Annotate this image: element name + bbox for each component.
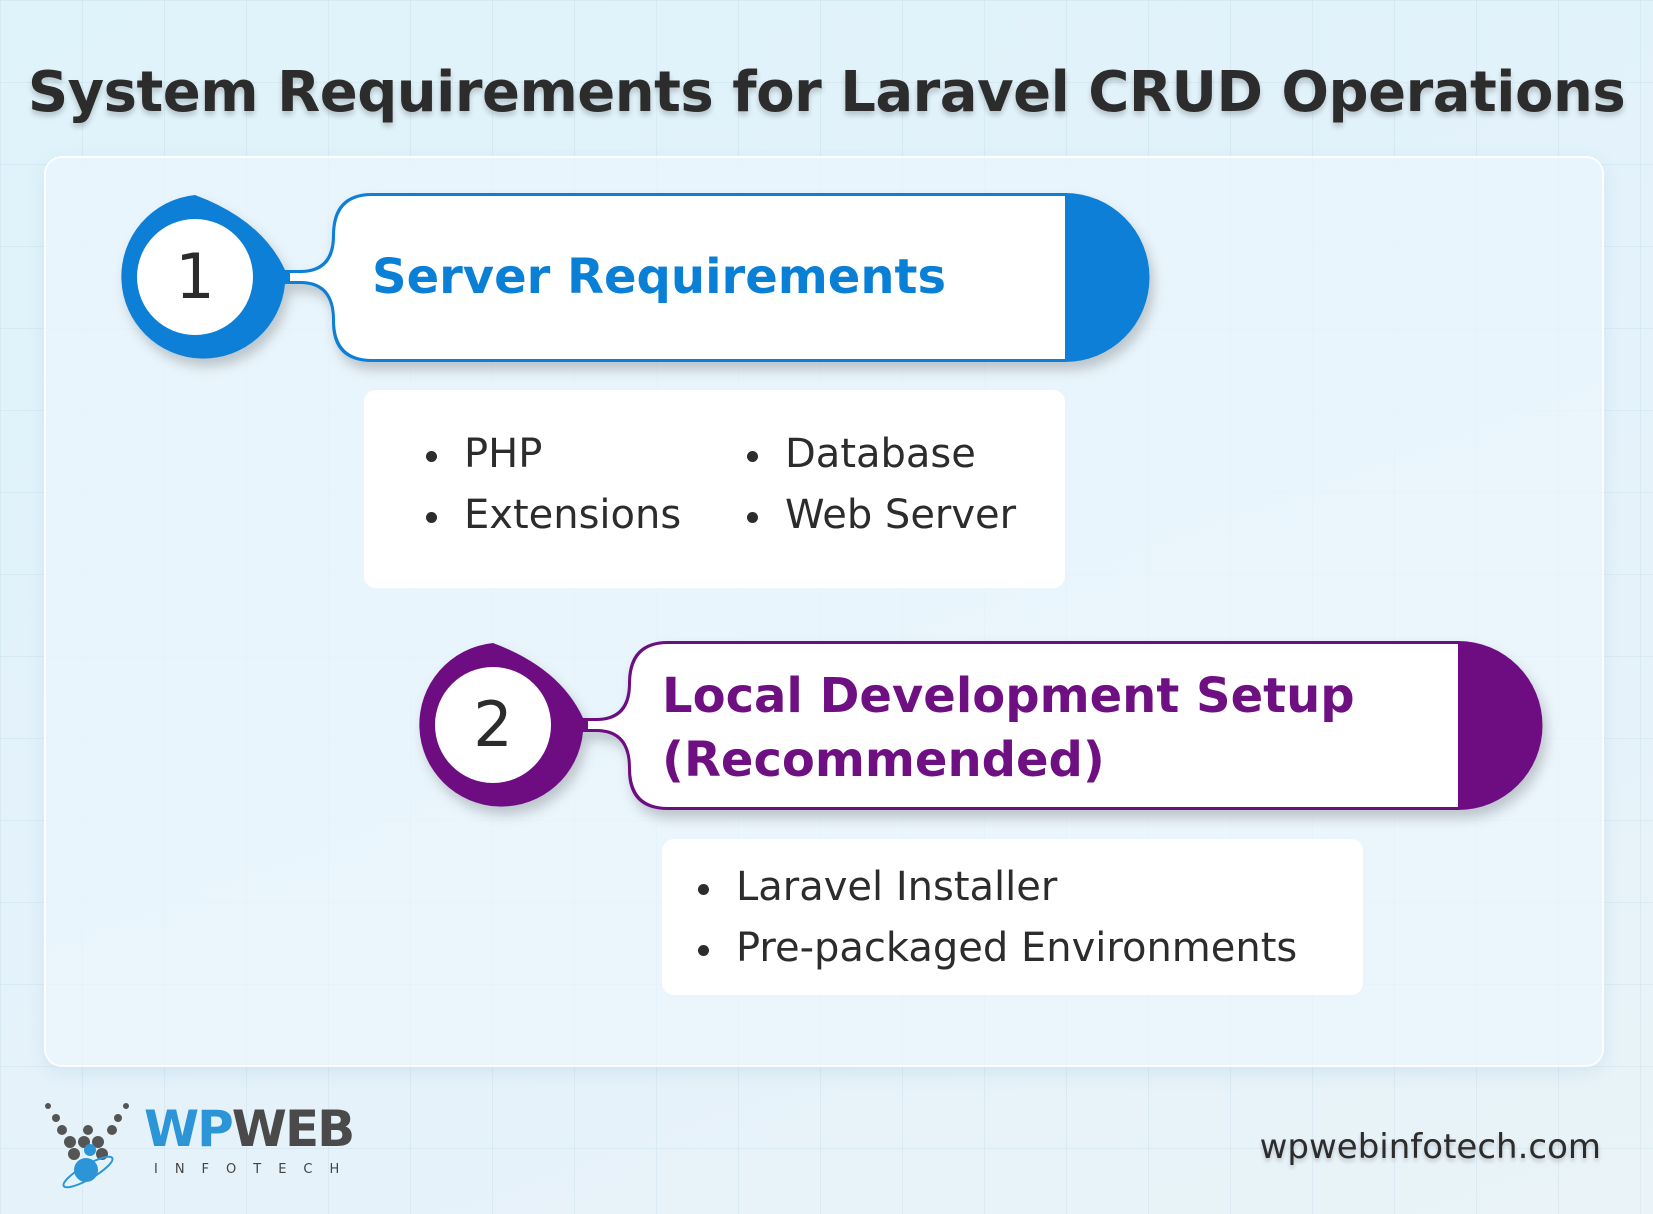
logo-icon (45, 1103, 129, 1189)
step-1-items-box: PHP Extensions Database Web Server (364, 390, 1065, 588)
step-1-list-col1: PHP Extensions (424, 424, 681, 546)
step-1-list-col2: Database Web Server (745, 424, 1016, 546)
step-2-badge (419, 641, 1543, 810)
step-2-items-box: Laravel Installer Pre-packaged Environme… (662, 839, 1363, 995)
list-item: Pre-packaged Environments (696, 918, 1297, 979)
list-item: Database (745, 424, 1016, 485)
list-item: Extensions (424, 485, 681, 546)
step-2-heading-line: Local Development Setup (662, 668, 1355, 724)
list-item: Web Server (745, 485, 1016, 546)
step-2-list: Laravel Installer Pre-packaged Environme… (696, 857, 1297, 979)
step-1-heading: Server Requirements (372, 245, 946, 309)
logo-subtitle: INFOTECH (154, 1162, 357, 1177)
list-item: PHP (424, 424, 681, 485)
step-1-number: 1 (175, 240, 215, 313)
page-title: System Requirements for Laravel CRUD Ope… (27, 60, 1626, 125)
step-2-number: 2 (473, 688, 513, 761)
list-item: Laravel Installer (696, 857, 1297, 918)
wpweb-logo: WPWEB INFOTECH (44, 1100, 364, 1190)
step-1-badge (121, 193, 1150, 362)
step-2-heading-line: (Recommended) (662, 732, 1105, 788)
website-url: wpwebinfotech.com (1259, 1127, 1601, 1167)
step-2-heading: Local Development Setup (Recommended) (662, 664, 1355, 792)
step-1-heading-text: Server Requirements (372, 249, 947, 305)
logo-wordmark: WPWEB (144, 1100, 355, 1158)
